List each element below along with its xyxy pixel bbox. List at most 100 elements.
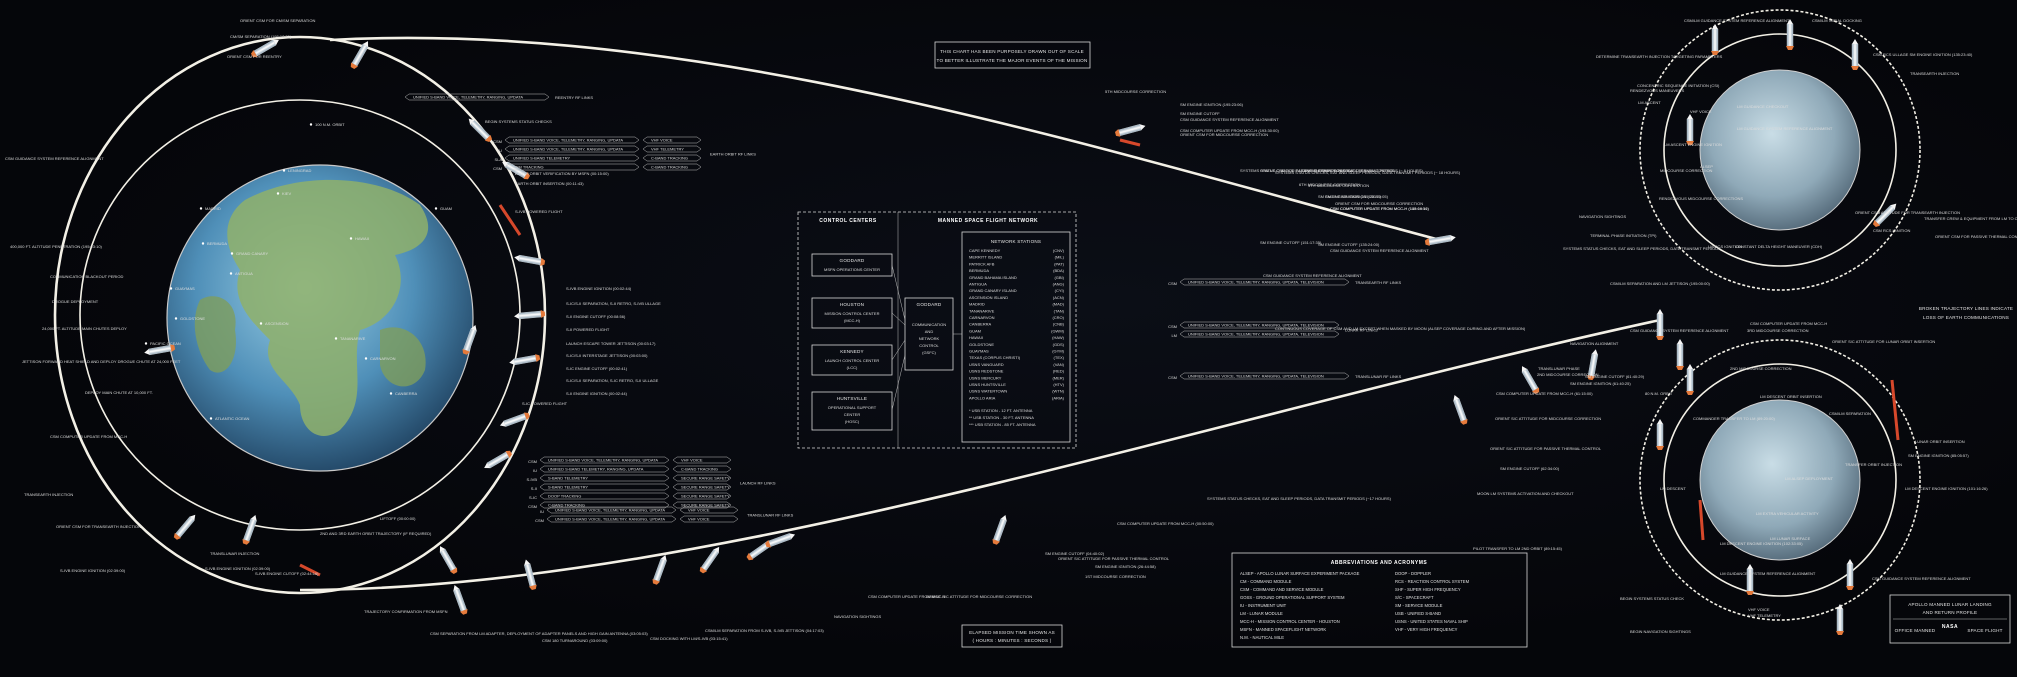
station-code: (BDA): [1053, 268, 1065, 273]
lcc-line2: (LCC): [847, 365, 858, 370]
elapsed-time-note: ELAPSED MISSION TIME SHOWN AS ( HOURS : …: [961, 624, 1063, 648]
rf-link-arrow: [546, 506, 677, 514]
event-label: ORIENT CSM FOR REENTRY: [227, 54, 282, 59]
station-dot: [201, 242, 205, 245]
station-code: (CNV): [1053, 248, 1065, 253]
event-label: CSM COMPUTER UPDATE FROM MCC-H (193:30:0…: [1180, 128, 1279, 133]
rf-link-side-text: SECURE RANGE SAFETY: [681, 476, 730, 481]
event-label: ORIENT CSM FOR CM/SM SEPARATION: [240, 18, 315, 23]
event-label: MOON LM SYSTEMS ACTIVATION AND CHECKOUT: [1477, 491, 1574, 496]
event-label: TRANSLUNAR PHASE: [1538, 366, 1580, 371]
station-name: TANANARIVE: [969, 308, 995, 313]
spacecraft: [514, 310, 546, 320]
rf-link-arrow: [642, 154, 702, 162]
station-name: USNS WATERTOWN: [969, 389, 1007, 394]
notice-line2: TO BETTER ILLUSTRATE THE MAJOR EVENTS OF…: [937, 58, 1088, 63]
abbreviations-panel: ABBREVIATIONS AND ACRONYMS ALSEP - APOLL…: [1231, 552, 1528, 648]
spacecraft: [509, 354, 541, 366]
geo-label-ascension: ASCENSION: [265, 321, 289, 326]
rf-link-text: UNIFIED S-BAND VOICE, TELEMETRY, RANGING…: [513, 138, 623, 143]
event-label: CONSTANT DELTA HEIGHT MANEUVER (CDH): [1735, 244, 1823, 249]
spacecraft: [1786, 19, 1794, 50]
event-label: LM GUIDANCE SYSTEM REFERENCE ALIGNMENT: [1737, 126, 1833, 131]
geo-label-guam: GUAM: [440, 206, 452, 211]
moon-bottom-group: [1639, 9, 1921, 621]
rf-link-text: S-BAND TELEMETRY: [548, 476, 588, 481]
station-dot: [434, 207, 438, 210]
event-label: COMMUNICATION BLACKOUT PERIOD: [50, 274, 124, 279]
event-label: ORIENT CSM FOR PASSIVE THERMAL CONTROL: [1935, 234, 2017, 239]
event-label: BEGIN NAVIGATION SIGHTINGS: [1630, 629, 1691, 634]
event-label: ORIENT CSM FOR PASSIVE THERMAL CONTROL: [1302, 168, 1396, 173]
rf-link-side-text: SECURE RANGE SAFETY: [681, 503, 730, 508]
rf-link-arrow: [504, 145, 640, 153]
rf-link-label: TRANSLUNAR RF LINKS: [747, 513, 794, 518]
rf-link-prefix: LM: [1171, 333, 1177, 338]
rf-link-text: UNIFIED S-BAND TELEMETRY: [513, 156, 571, 161]
spacecraft: [1656, 309, 1664, 340]
event-label: SM ENGINE IGNITION (195:23:06): [1180, 102, 1244, 107]
event-label: LM ALSEP DEPLOYMENT: [1785, 476, 1834, 481]
station-name: CANBERRA: [969, 322, 992, 327]
antenna-note3: *** USB STATION - 85 FT. ANTENNA: [969, 422, 1036, 427]
event-label: CSM GUIDANCE SYSTEM REFERENCE ALIGNMENT: [1330, 248, 1429, 253]
event-label: MIDCOURSE CORRECTION: [1660, 168, 1713, 173]
abbreviation-entry: MSFN - MANNED SPACEFLIGHT NETWORK: [1240, 627, 1326, 632]
event-label: LM DESCENT ORBIT INSERTION: [1760, 394, 1822, 399]
spacecraft: [144, 344, 176, 356]
msfn-ops-label: MSFN OPERATIONS CENTER: [824, 267, 880, 272]
station-dot: [169, 287, 173, 290]
event-label: CSM COMPUTER UPDATE FROM MCC-H (135:04:5…: [1330, 206, 1429, 211]
burn-marker: [1698, 499, 1705, 541]
burn-marker: [1119, 138, 1141, 147]
spacecraft: [439, 546, 458, 574]
event-label: CSM GUIDANCE SYSTEM REFERENCE ALIGNMENT: [1872, 576, 1971, 581]
spacecraft: [350, 41, 369, 69]
broken-lines-note: BROKEN TRAJECTORY LINES INDICATE LOSS OF…: [1919, 306, 2013, 320]
station-name: GRAND BAHAMA ISLAND: [969, 275, 1017, 280]
event-label: SYSTEMS STATUS CHECKS, EAT AND SLEEP PER…: [1275, 170, 1461, 175]
earth-continents: [227, 179, 429, 436]
event-label: ALSEP: [1700, 164, 1713, 169]
network-panel: CONTROL CENTERS MANNED SPACE FLIGHT NETW…: [797, 211, 1077, 449]
event-label: COMMANDER TRANSFER TO LM (89:20:00): [1693, 416, 1775, 421]
station-code: (RED): [1053, 369, 1065, 374]
stations-box: [961, 231, 1071, 443]
geo-label-bermuda: BERMUDA: [207, 241, 227, 246]
station-code: (HAW): [1052, 335, 1065, 340]
event-label: LM GUIDANCE CHECKOUT: [1737, 104, 1789, 109]
event-label: LM EXTRA VEHICULAR ACTIVITY: [1756, 511, 1819, 516]
event-label: ORIENT CSM FOR MIDCOURSE CORRECTION: [1180, 132, 1268, 137]
hosc-line2: CENTER: [844, 412, 861, 417]
event-label: LM GUIDANCE SYSTEM REFERENCE ALIGNMENT: [1720, 571, 1816, 576]
rf-link-prefix: CSM: [528, 459, 537, 464]
event-label: S-IVB ENGINE IGNITION (02:39:00): [205, 566, 271, 571]
station-name: GUAM: [969, 328, 981, 333]
kennedy-label: KENNEDY: [840, 349, 864, 354]
spacecraft: [765, 533, 796, 548]
antenna-note1: * USB STATION - 12 FT. ANTENNA: [969, 408, 1033, 413]
spacecraft: [1424, 234, 1456, 246]
rf-link-arrow: [679, 506, 739, 514]
station-dot: [230, 252, 234, 255]
event-label: DEPLOY MAIN CHUTE AT 10,000 FT.: [85, 390, 153, 395]
event-label: TRANSFER ORBIT INJECTION: [1845, 462, 1902, 467]
event-label: CM/SM SEPARATION (195:18:35): [230, 34, 292, 39]
rf-link-text: UNIFIED S-BAND VOICE, TELEMETRY, RANGING…: [513, 147, 623, 152]
elapsed-line2: ( HOURS : MINUTES : SECONDS ): [972, 638, 1051, 643]
geo-label-guaymas: GUAYMAS: [175, 286, 195, 291]
abbreviation-entry: N.M. - NAUTICAL MILE: [1240, 635, 1284, 640]
spacecraft: [1851, 39, 1859, 70]
station-name: BERMUDA: [969, 268, 989, 273]
event-label: JETTISON FORWARD HEAT SHIELD AND DEPLOY …: [22, 359, 181, 364]
rf-link-label: LUNAR RF LINKS: [1345, 328, 1378, 333]
geo-label-antigua: ANTIGUA: [235, 271, 253, 276]
event-label: S-II ENGINE CUTOFF (00:08:56): [566, 314, 626, 319]
rf-link-arrow: [539, 501, 670, 509]
spacecraft: [1872, 203, 1897, 228]
event-label: CSM COMPUTER UPDATE FROM MCC-H: [868, 594, 945, 599]
rf-link-arrow: [672, 492, 732, 500]
event-label: SM ENGINE IGNITION (26:44:58): [1095, 564, 1156, 569]
